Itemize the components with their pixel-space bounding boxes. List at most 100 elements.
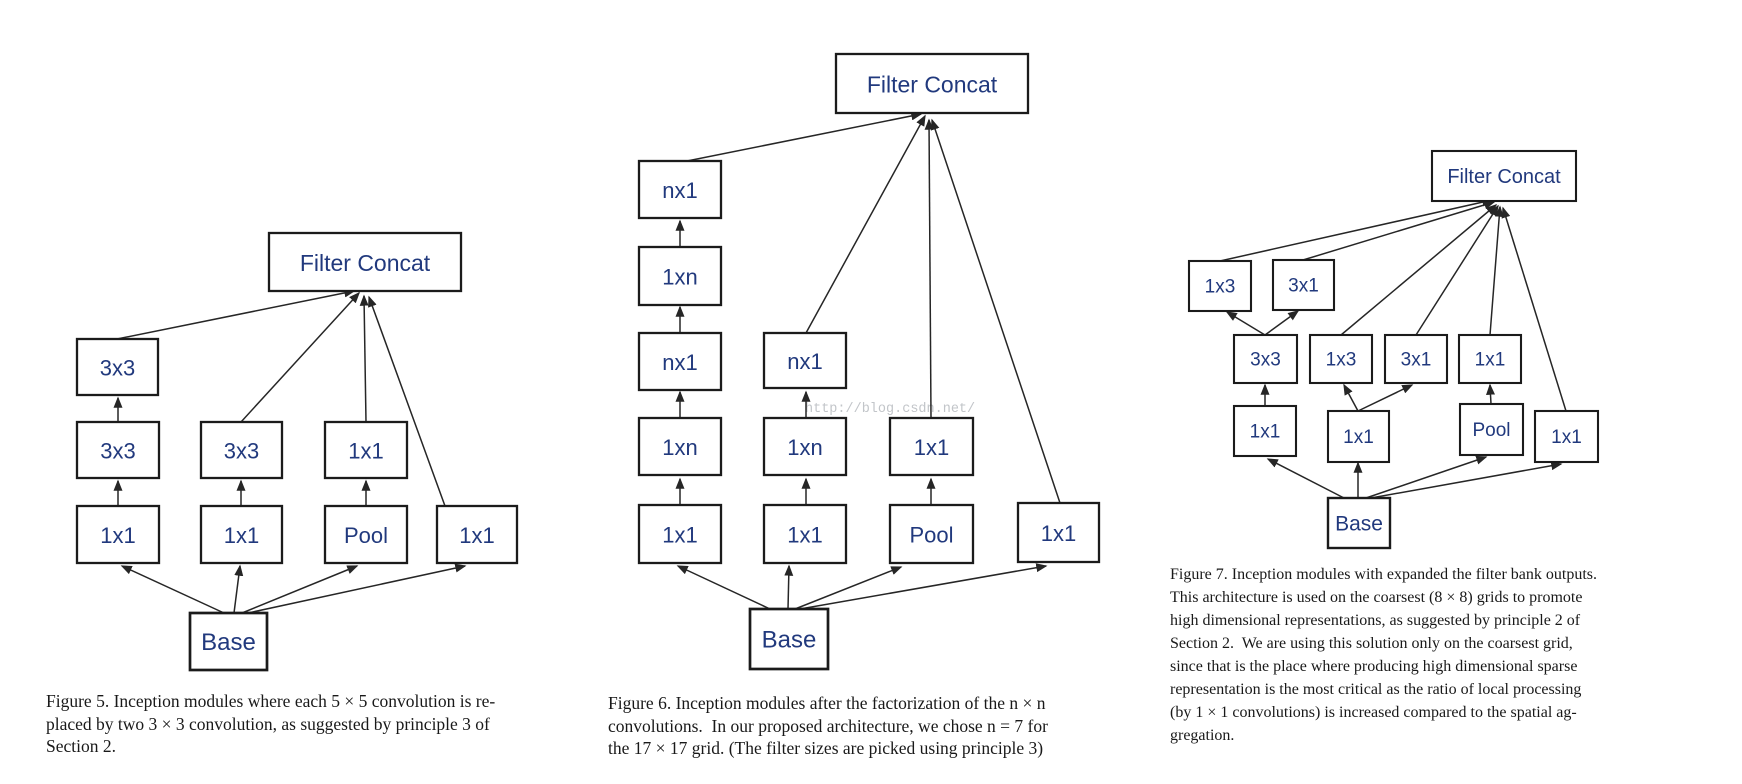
caption-line: Figure 5. Inception modules where each 5…	[46, 691, 496, 711]
caption-line: This architecture is used on the coarses…	[1170, 589, 1583, 606]
node-box	[762, 503, 848, 565]
node-label: 1x1	[1250, 422, 1281, 443]
node-1x3: 1x3	[1308, 333, 1374, 385]
node-1x1: 1x1	[75, 504, 161, 565]
node-label: nx1	[662, 178, 697, 203]
node-label: 1x1	[224, 523, 259, 548]
node-box	[75, 337, 160, 397]
node-base: Base	[1326, 496, 1392, 550]
edge-arrow	[676, 565, 771, 610]
node-1xn: 1xn	[637, 416, 723, 477]
diagram-figure6: Filter Concat nx1 1xn nx1 1xn 1x1 nx1 1xn 1x1 1x1…	[637, 52, 1101, 671]
edge-arrow	[1489, 205, 1504, 336]
node-1x1: 1x1	[762, 503, 848, 565]
node-label: 1x1	[100, 523, 135, 548]
edge-arrow	[247, 563, 467, 614]
edge-arrow	[794, 566, 903, 610]
edge-arrow	[120, 565, 225, 614]
node-1x1: 1x1	[1232, 404, 1298, 458]
edge-arrow	[1340, 204, 1498, 336]
node-1x1: 1x1	[323, 420, 409, 480]
node-box	[75, 420, 161, 480]
edge-arrow	[799, 563, 1048, 610]
edge-arrow	[784, 564, 794, 610]
caption-line: placed by two 3 × 3 convolution, as sugg…	[46, 713, 490, 734]
node-pool: Pool	[323, 504, 409, 565]
node-3x3: 3x3	[75, 420, 161, 480]
node-label: nx1	[787, 349, 822, 374]
node-box	[888, 416, 975, 477]
node-box	[1308, 333, 1374, 385]
edge-arrow	[1486, 383, 1496, 405]
node-label: nx1	[662, 350, 697, 375]
node-1xn: 1xn	[637, 245, 723, 307]
node-box	[637, 245, 723, 307]
caption-line: gregation.	[1170, 727, 1235, 744]
edge-arrow	[241, 565, 359, 614]
node-label: 3x1	[1288, 276, 1319, 297]
node-label: 3x3	[224, 439, 259, 464]
caption-line: convolutions. In our proposed architectu…	[608, 715, 1048, 736]
edge-arrow	[368, 295, 446, 507]
node-box	[637, 416, 723, 477]
caption-line: Figure 7. Inception modules with expande…	[1170, 566, 1598, 583]
node-3x3: 3x3	[199, 420, 284, 480]
node-base: Base	[188, 611, 269, 672]
node-label: 3x1	[1401, 350, 1432, 371]
edge-arrow	[1365, 455, 1488, 499]
caption-line: (by 1 × 1 convolutions) is increased com…	[1170, 704, 1577, 721]
node-3x1: 3x1	[1271, 258, 1336, 312]
node-box	[1533, 409, 1600, 464]
node-label: 3x3	[100, 356, 135, 381]
figure6-caption: Figure 6. Inception modules after the fa…	[608, 692, 1078, 760]
node-box	[748, 607, 830, 671]
edge-arrow	[1302, 200, 1496, 261]
node-1x1: 1x1	[888, 416, 975, 477]
node-1xn: 1xn	[762, 416, 848, 477]
edge-arrow	[1415, 204, 1499, 336]
node-label: 1x1	[662, 523, 697, 548]
node-label: Filter Concat	[867, 72, 998, 98]
node-box	[1458, 402, 1525, 457]
node-pool: Pool	[888, 503, 975, 565]
node-box	[199, 504, 284, 565]
node-box	[1232, 333, 1299, 385]
node-label: Pool	[909, 523, 953, 548]
node-filter-concat: Filter Concat	[834, 52, 1030, 115]
node-label: 1xn	[787, 435, 822, 460]
node-box	[1383, 333, 1449, 385]
node-label: 1x3	[1326, 350, 1357, 371]
edge-arrow	[359, 294, 369, 423]
node-box	[762, 331, 848, 390]
node-label: Filter Concat	[1447, 166, 1561, 188]
node-box	[75, 504, 161, 565]
caption-line: Figure 6. Inception modules after the fa…	[608, 693, 1046, 713]
node-3x1: 3x1	[1383, 333, 1449, 385]
node-label: Base	[762, 627, 817, 654]
node-label: 1x1	[459, 523, 494, 548]
node-nx1: nx1	[637, 159, 723, 220]
caption-line: high dimensional representations, as sug…	[1170, 612, 1581, 629]
caption-line: the 17 × 17 grid. (The filter sizes are …	[608, 738, 1044, 759]
node-label: 1xn	[662, 435, 697, 460]
node-label: Pool	[1472, 420, 1510, 441]
figure5-caption: Figure 5. Inception modules where each 5…	[46, 690, 540, 758]
node-label: Base	[201, 629, 256, 656]
node-box	[1271, 258, 1336, 312]
edge-arrow	[1501, 206, 1567, 412]
node-label: 3x3	[100, 439, 135, 464]
caption-line: Section 2.	[46, 736, 116, 757]
node-label: Filter Concat	[300, 250, 431, 276]
caption-line: since that is the place where producing …	[1170, 658, 1578, 675]
node-1x1: 1x1	[1326, 409, 1391, 464]
edge-arrow	[233, 564, 244, 614]
node-label: 1x1	[914, 435, 949, 460]
node-box	[435, 504, 519, 565]
node-box	[1457, 333, 1523, 385]
node-box	[1430, 149, 1578, 203]
node-box	[1326, 409, 1391, 464]
figure7-caption: Figure 7. Inception modules with expande…	[1170, 563, 1620, 747]
